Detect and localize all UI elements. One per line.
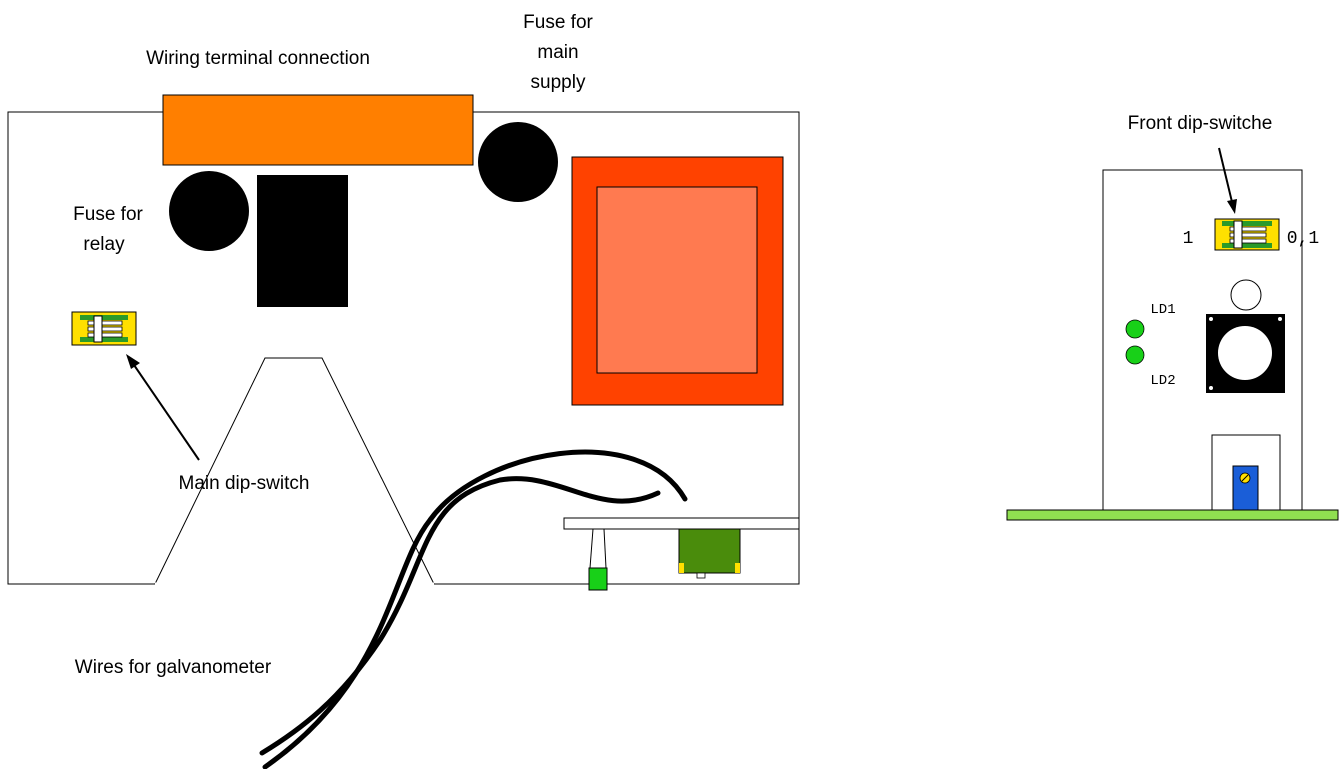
panel-round-indicator — [1230, 279, 1262, 311]
front-dip-arrow — [1218, 147, 1237, 214]
label-ld2: LD2 — [1150, 373, 1175, 389]
front-dip-switch — [1214, 218, 1280, 251]
label-fuse-main-line2: main — [537, 42, 578, 63]
relay-fuse — [169, 171, 249, 251]
label-dip-right: 0,1 — [1287, 229, 1319, 249]
base-plate — [1006, 509, 1339, 521]
potentiometer — [1206, 314, 1285, 393]
wiring-terminal-block — [162, 94, 474, 166]
label-front-dip-switch: Front dip-switche — [1128, 113, 1273, 134]
green-connector — [678, 528, 741, 579]
transformer-inner — [596, 186, 758, 374]
led-ld2 — [1125, 345, 1145, 365]
label-fuse-relay-line2: relay — [83, 234, 125, 255]
label-fuse-relay-line1: Fuse for — [73, 204, 143, 225]
label-main-dip-switch: Main dip-switch — [179, 473, 310, 494]
trimmer — [1232, 465, 1259, 511]
front-board-rail — [563, 517, 800, 530]
label-fuse-main-line3: supply — [531, 72, 586, 93]
led-ld1 — [1125, 319, 1145, 339]
main-dip-arrow — [126, 354, 200, 461]
label-wires-galvanometer: Wires for galvanometer — [75, 657, 272, 678]
relay — [257, 175, 348, 307]
label-wiring-terminal: Wiring terminal connection — [146, 48, 370, 69]
main-supply-fuse — [478, 122, 558, 202]
label-fuse-main-line1: Fuse for — [523, 12, 593, 33]
led-assembly — [588, 528, 608, 591]
main-dip-switch — [71, 311, 137, 346]
galvanometer-wires — [259, 449, 688, 769]
label-dip-left: 1 — [1183, 229, 1194, 249]
label-ld1: LD1 — [1150, 302, 1175, 318]
board-cutout-outline — [8, 357, 435, 585]
